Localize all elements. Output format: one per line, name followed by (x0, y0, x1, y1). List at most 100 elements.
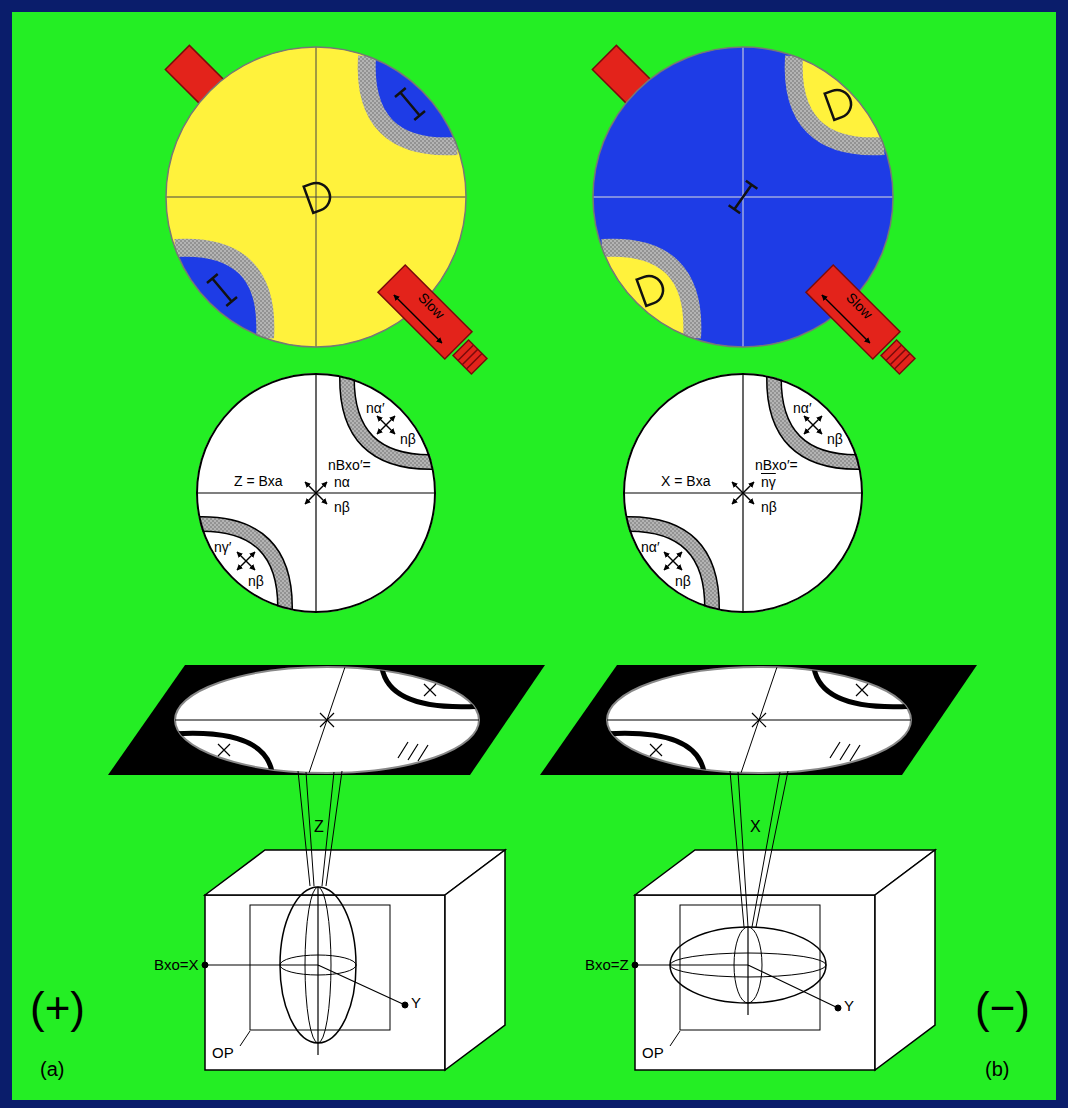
image-plane (540, 665, 977, 775)
index-label: nβ (827, 431, 843, 447)
indicatrix (202, 887, 408, 1055)
image-plane (175, 667, 479, 773)
interference-figure (593, 47, 893, 347)
image-plane (607, 667, 911, 773)
subtraction-symbol (729, 181, 758, 214)
isogyre (367, 56, 457, 146)
vibration-figure (196, 373, 436, 613)
image-plane (650, 684, 868, 756)
interference-figure (592, 45, 915, 374)
vibration-figure (623, 373, 863, 613)
index-label: nBxo′= (755, 457, 798, 473)
indicatrix (632, 905, 841, 1046)
vibration-arrows (237, 552, 255, 570)
addition-symbol (825, 86, 855, 120)
axis-label: Y (844, 997, 854, 1014)
interference-figure (367, 56, 457, 146)
index-label: nα′ (793, 400, 812, 416)
vibration-arrows (664, 552, 682, 570)
image-plane (540, 665, 977, 775)
isogyre (347, 377, 432, 462)
addition-symbol (304, 179, 334, 213)
plate-body (378, 265, 472, 359)
interference-figure (166, 47, 466, 347)
part-label: (b) (985, 1058, 1009, 1080)
index-label: nγ (761, 474, 776, 490)
image-plane (814, 668, 914, 707)
circle-outline (196, 373, 436, 613)
interference-figure (593, 47, 893, 347)
image-plane (175, 667, 479, 773)
axis-label: Bxo=Z (585, 956, 629, 973)
isogyre (627, 524, 712, 609)
plane-label: OP (642, 1044, 664, 1061)
interference-figure (166, 47, 466, 347)
light-rays (730, 771, 788, 927)
accessory-plate: Slow (377, 264, 473, 360)
index-label: nβ (761, 499, 777, 515)
plate-handle (458, 345, 482, 369)
isogyre (200, 524, 285, 609)
isogyre (200, 524, 285, 609)
vibration-circle: X = BxanBxo′=nγnβnα′nβnα′nβ (623, 373, 863, 613)
indicatrix (205, 887, 405, 1055)
vibration-figure (196, 373, 436, 613)
image-plane (604, 667, 914, 773)
addition-symbol (637, 272, 667, 306)
axis-label: Z (314, 818, 324, 836)
crystal-block (445, 850, 505, 1070)
green-ground (12, 12, 1056, 1100)
image-plane (218, 744, 230, 756)
plate-body (806, 265, 900, 359)
vibration-arrows (377, 416, 395, 434)
image-plane (320, 713, 334, 727)
image-plane (108, 665, 545, 775)
crosshair (166, 47, 466, 347)
isogyre (774, 377, 859, 462)
crosshair (593, 47, 893, 347)
vibration-arrows (305, 482, 327, 504)
interference-figure (602, 248, 692, 338)
indicatrix (635, 927, 838, 1015)
subtraction-symbol (395, 88, 425, 120)
image-plane (650, 744, 662, 756)
bisectrix-label: X = Bxa (661, 473, 710, 489)
light-rays (298, 771, 342, 886)
interference-figure (165, 45, 487, 374)
index-label: nα′ (641, 539, 660, 555)
bisectrix-label: Z = Bxa (234, 473, 283, 489)
isogyre (627, 524, 712, 609)
index-label: nβ (334, 499, 350, 515)
circle-border (197, 374, 435, 612)
crystal-block (635, 895, 875, 1070)
circle-outline (623, 373, 863, 613)
image-plane (752, 713, 766, 727)
indicatrix (632, 962, 638, 968)
axis-label: Y (411, 994, 421, 1011)
image-plane (172, 733, 272, 772)
interference-figure (794, 56, 884, 146)
image-plane (172, 667, 482, 773)
indicatrix (670, 1031, 680, 1046)
vibration-figure (623, 373, 863, 613)
crystal-block (635, 850, 935, 1070)
interference-figure (175, 248, 265, 338)
isogyre (175, 248, 265, 338)
plate-handle (886, 345, 910, 369)
index-label: nBxo′= (328, 457, 371, 473)
image-plane (218, 684, 436, 756)
crosshair (623, 373, 863, 613)
plate-outline (805, 264, 901, 360)
plate-outline (377, 264, 473, 360)
indicatrix (202, 962, 208, 968)
index-label: nα (334, 474, 350, 490)
subtraction-symbol (207, 274, 237, 306)
isogyre (794, 56, 884, 146)
image-plane (604, 733, 704, 772)
index-label: nα′ (366, 400, 385, 416)
vibration-arrows (305, 482, 327, 504)
circle-border (624, 374, 862, 612)
vibration-arrows (804, 416, 822, 434)
indicatrix (835, 1005, 841, 1011)
